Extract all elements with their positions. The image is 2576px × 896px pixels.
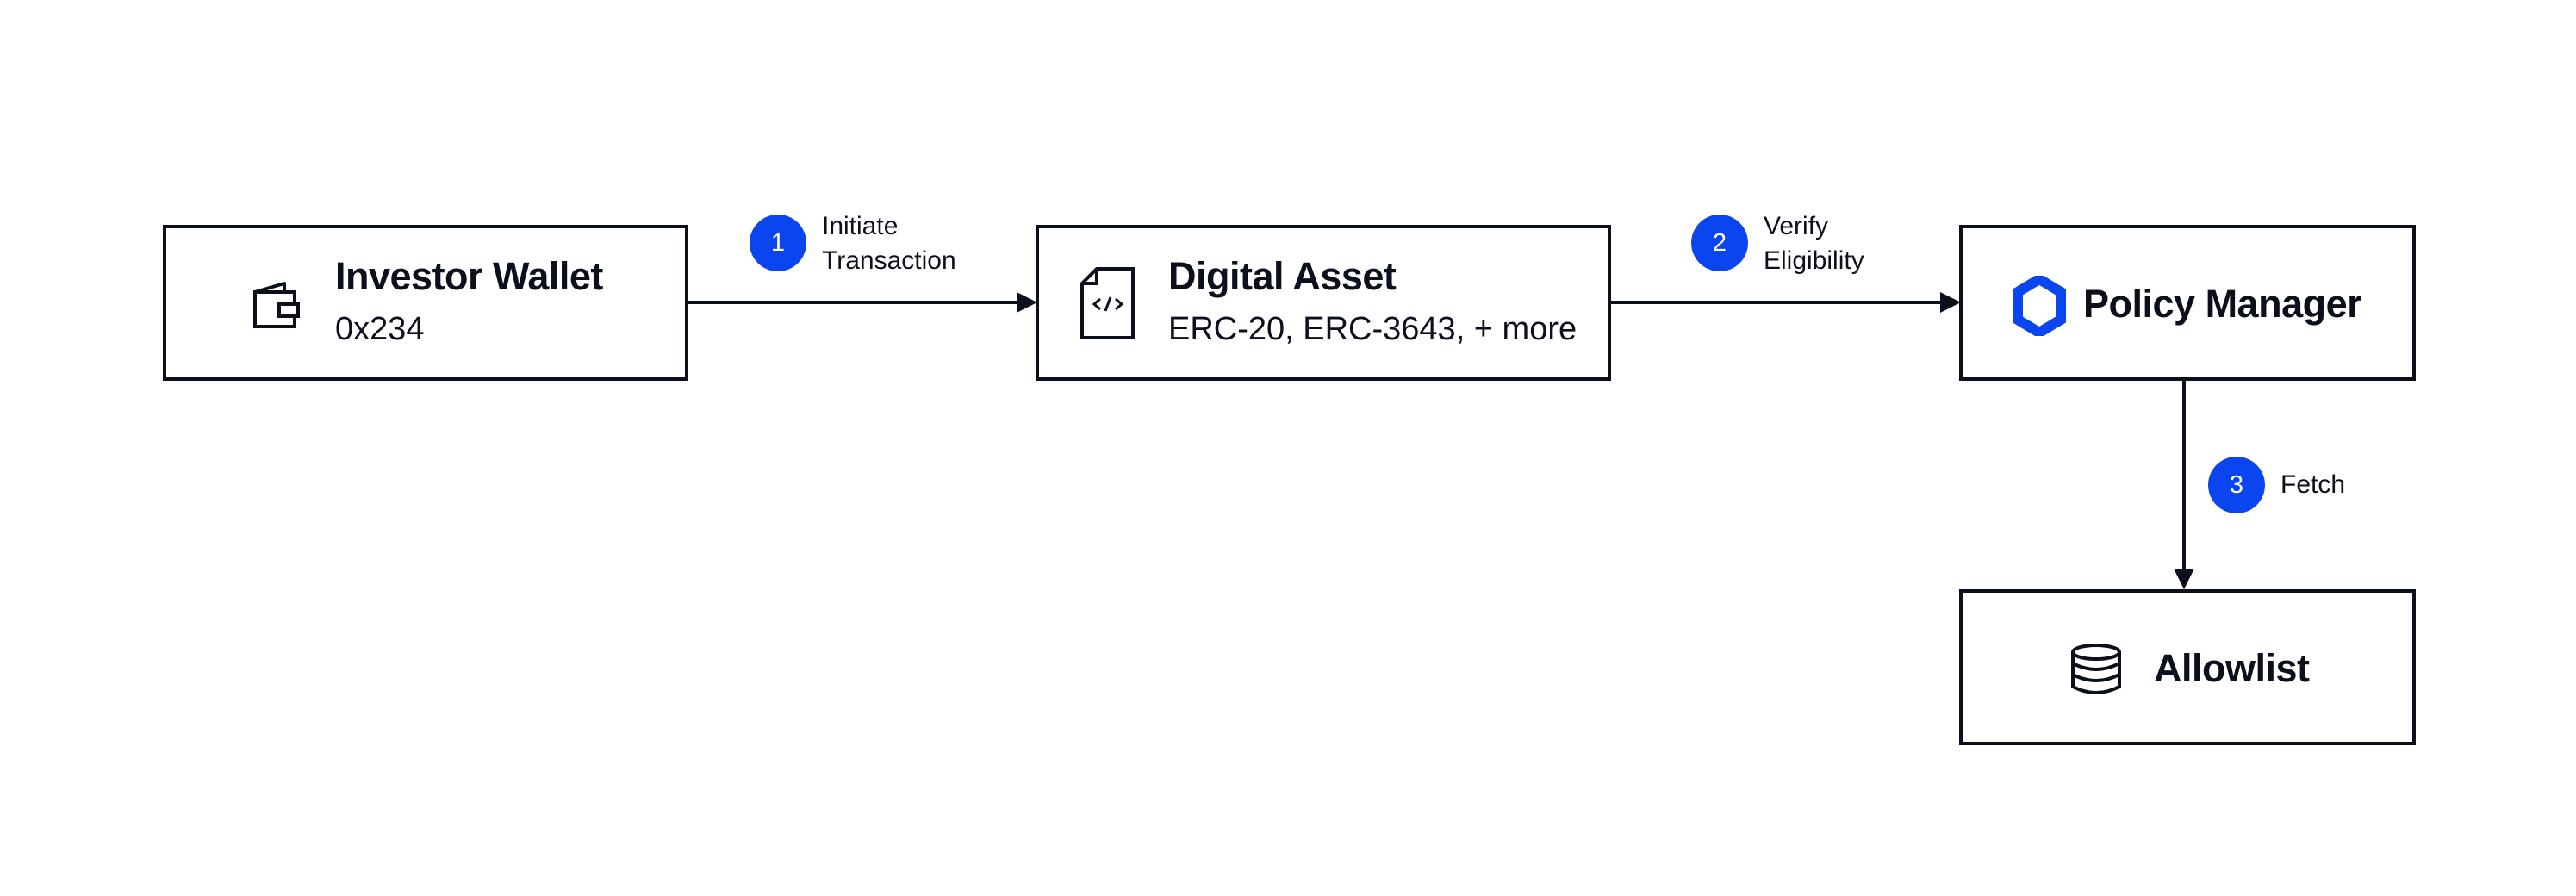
digital-asset-node: Digital Asset ERC-20, ERC-3643, + more <box>1036 225 1611 381</box>
wallet-icon <box>250 280 302 336</box>
edge-wallet-to-asset <box>687 292 1037 313</box>
step-label-line: Initiate <box>822 212 899 240</box>
step-label: Fetch <box>2280 468 2345 502</box>
step-number-badge: 2 <box>1691 215 1748 271</box>
step-number-badge: 1 <box>750 215 806 271</box>
step-label-line: Verify <box>1764 212 1829 240</box>
token-standards: ERC-20, ERC-3643, + more <box>1168 311 1577 347</box>
wallet-address: 0x234 <box>335 311 425 347</box>
hexagon-logo-icon <box>2013 273 2066 340</box>
arrowhead <box>1017 292 1037 313</box>
edge-asset-to-policy <box>1609 292 1961 313</box>
investor-wallet-node: Investor Wallet 0x234 <box>163 225 688 381</box>
arrowhead <box>2174 569 2194 589</box>
step-label: Initiate Transaction <box>822 209 956 278</box>
policy-manager-node: Policy Manager <box>1959 225 2416 381</box>
step-label-line: Eligibility <box>1764 246 1864 275</box>
arrowhead <box>1940 292 1961 313</box>
allowlist-node: Allowlist <box>1959 589 2416 745</box>
node-title: Digital Asset <box>1168 254 1397 298</box>
step-label-line: Transaction <box>822 246 956 275</box>
step-label: Verify Eligibility <box>1764 209 1864 278</box>
node-title: Policy Manager <box>2083 282 2362 326</box>
edge-policy-to-allowlist <box>2174 379 2194 589</box>
node-title: Allowlist <box>2154 646 2310 690</box>
step-label-line: Fetch <box>2280 470 2346 499</box>
code-file-icon <box>1080 266 1136 345</box>
step-number-badge: 3 <box>2208 457 2265 513</box>
database-icon <box>2069 643 2123 700</box>
node-title: Investor Wallet <box>335 254 603 298</box>
